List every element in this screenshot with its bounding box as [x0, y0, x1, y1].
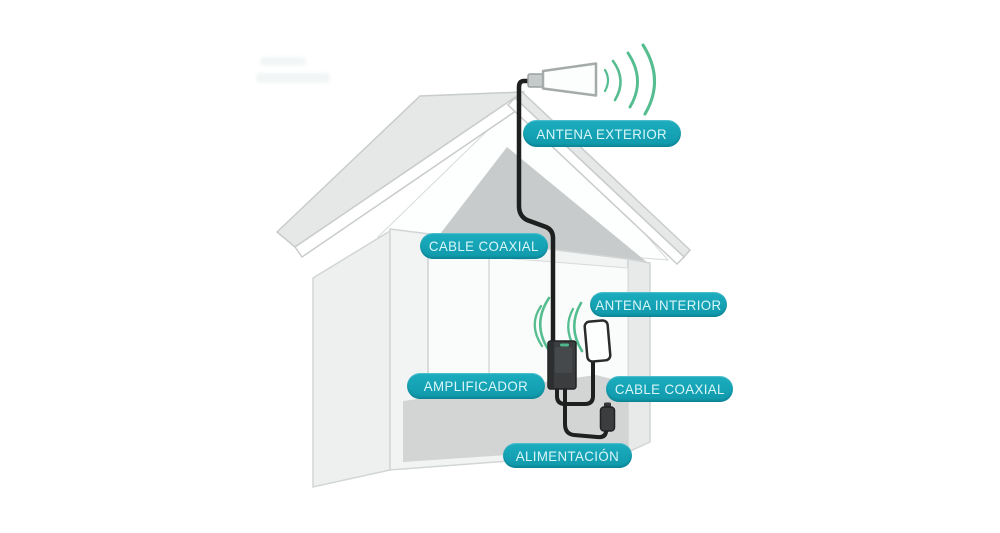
label-cable-coaxial-bottom: CABLE COAXIAL [606, 376, 733, 402]
right-wall [627, 258, 651, 454]
signal-waves-interior-icon [533, 296, 584, 354]
amplifier-logo [560, 343, 569, 347]
wave-arc [641, 43, 657, 116]
interior-antenna-icon [583, 319, 612, 363]
signal-waves-exterior-icon [603, 43, 657, 116]
antenna-cable-line [555, 361, 595, 406]
label-antena-interior-text: ANTENA INTERIOR [595, 296, 722, 313]
coaxial-cable-line [516, 78, 556, 349]
label-cable-coaxial-top-text: CABLE COAXIAL [429, 238, 539, 254]
label-amplificador-text: AMPLIFICADOR [423, 378, 529, 394]
label-alimentacion-text: ALIMENTACIÓN [515, 447, 620, 464]
label-antena-exterior-text: ANTENA EXTERIOR [536, 125, 668, 142]
watermark-line [256, 73, 330, 83]
house-illustration [275, 89, 692, 488]
watermark [256, 55, 336, 95]
watermark-line [260, 57, 306, 66]
wave-arc [626, 51, 639, 109]
wave-arc [603, 68, 610, 93]
label-antena-interior: ANTENA INTERIOR [590, 292, 727, 317]
left-wall [312, 229, 391, 488]
wave-arc [533, 304, 544, 348]
label-alimentacion: ALIMENTACIÓN [503, 443, 632, 468]
power-cable-line [563, 384, 609, 440]
label-cable-coaxial-top: CABLE COAXIAL [420, 233, 548, 259]
exterior-antenna-icon [527, 62, 598, 97]
label-antena-exterior: ANTENA EXTERIOR [523, 120, 681, 147]
amplifier-icon [547, 340, 577, 390]
wave-arc [572, 301, 584, 353]
wave-arc [611, 59, 622, 102]
power-adapter-icon [599, 402, 616, 432]
wave-arc [538, 296, 552, 354]
antenna-body [541, 62, 598, 97]
antenna-mount [527, 73, 544, 88]
label-cable-coaxial-bottom-text: CABLE COAXIAL [614, 381, 725, 397]
label-amplificador: AMPLIFICADOR [407, 373, 545, 399]
